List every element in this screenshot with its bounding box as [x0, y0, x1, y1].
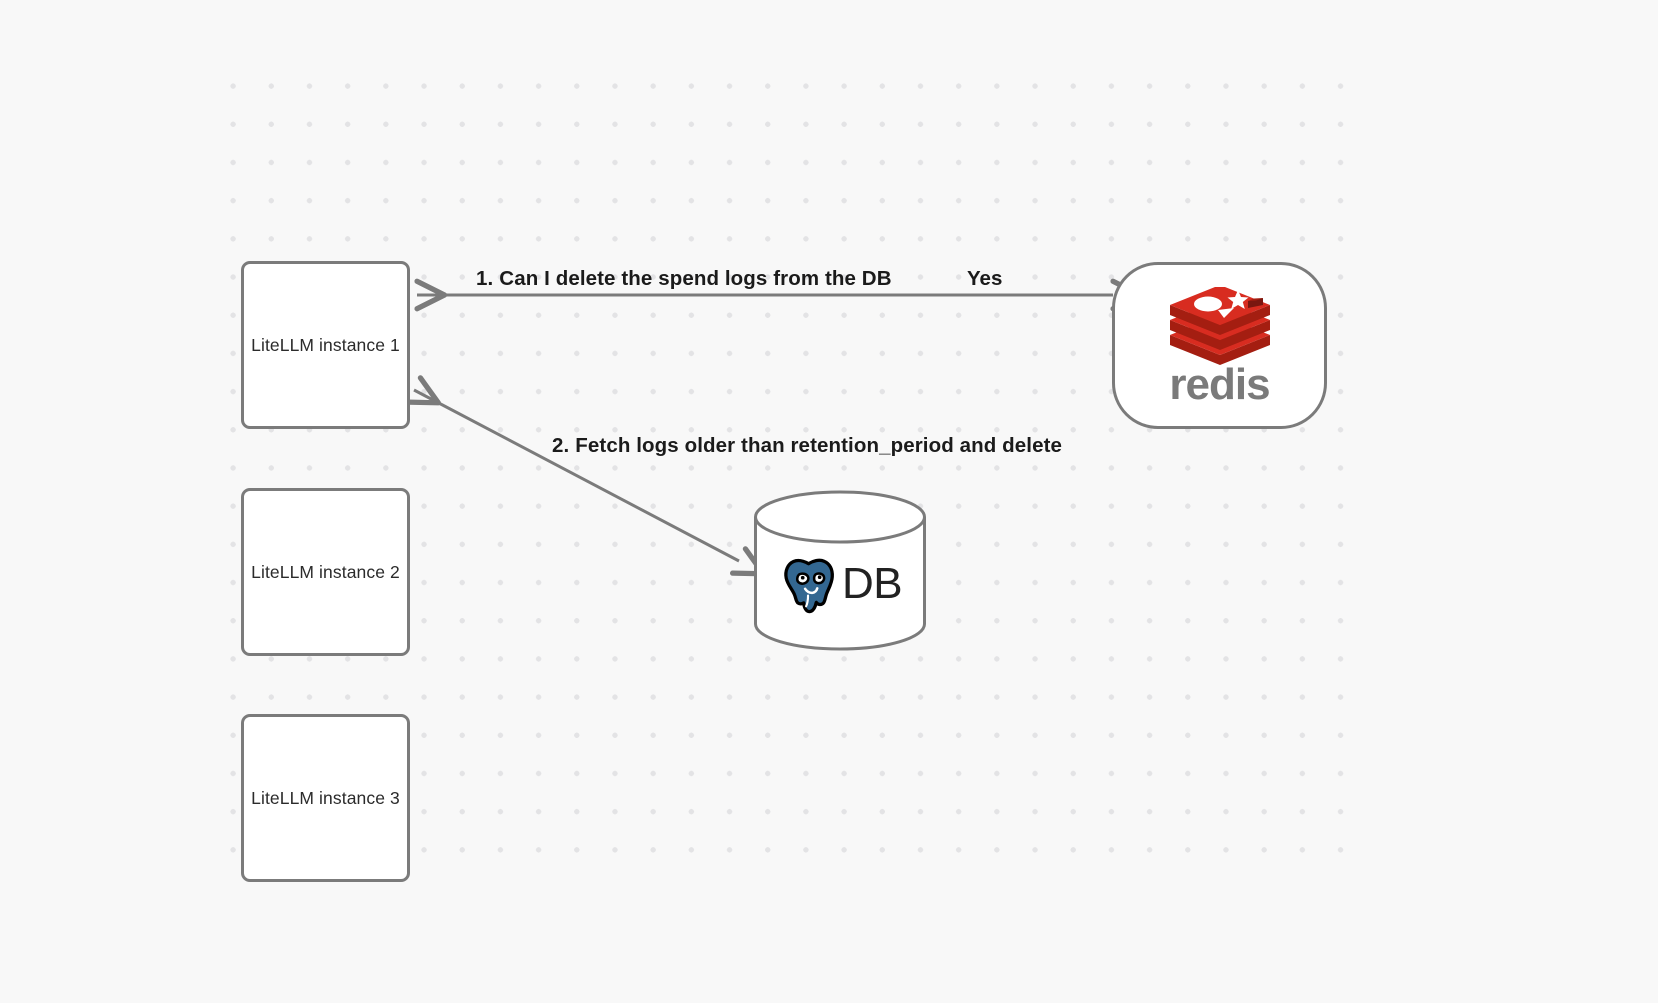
edge-2-text: Fetch logs older than retention_period a…: [575, 434, 1063, 457]
database-label: DB: [841, 558, 903, 608]
redis-stack-logo-icon: [1168, 284, 1272, 365]
node-litellm-instance-3-label: LiteLLM instance 3: [251, 787, 400, 808]
node-database[interactable]: DB: [753, 490, 927, 651]
redis-wordmark: redis: [1169, 359, 1270, 409]
node-litellm-instance-2-label: LiteLLM instance 2: [251, 561, 400, 582]
node-litellm-instance-3[interactable]: LiteLLM instance 3: [241, 714, 410, 882]
edge-litellm1-to-db: [404, 375, 766, 577]
node-litellm-instance-1[interactable]: LiteLLM instance 1: [241, 261, 410, 429]
postgresql-elephant-icon: [778, 553, 840, 615]
edge-1-text: Can I delete the spend logs from the DB: [499, 267, 892, 290]
node-redis[interactable]: redis: [1112, 262, 1327, 429]
node-litellm-instance-1-label: LiteLLM instance 1: [251, 334, 400, 355]
edge-1-reply-label: Yes: [967, 267, 1003, 290]
edge-1-step-number: 1.: [476, 267, 494, 290]
edge-2-label: 2.Fetch logs older than retention_period…: [552, 434, 1062, 458]
edge-1-label: 1.Can I delete the spend logs from the D…: [476, 267, 892, 291]
edge-2-step-number: 2.: [552, 434, 570, 457]
database-cylinder-shape: [754, 490, 926, 651]
node-litellm-instance-2[interactable]: LiteLLM instance 2: [241, 488, 410, 656]
